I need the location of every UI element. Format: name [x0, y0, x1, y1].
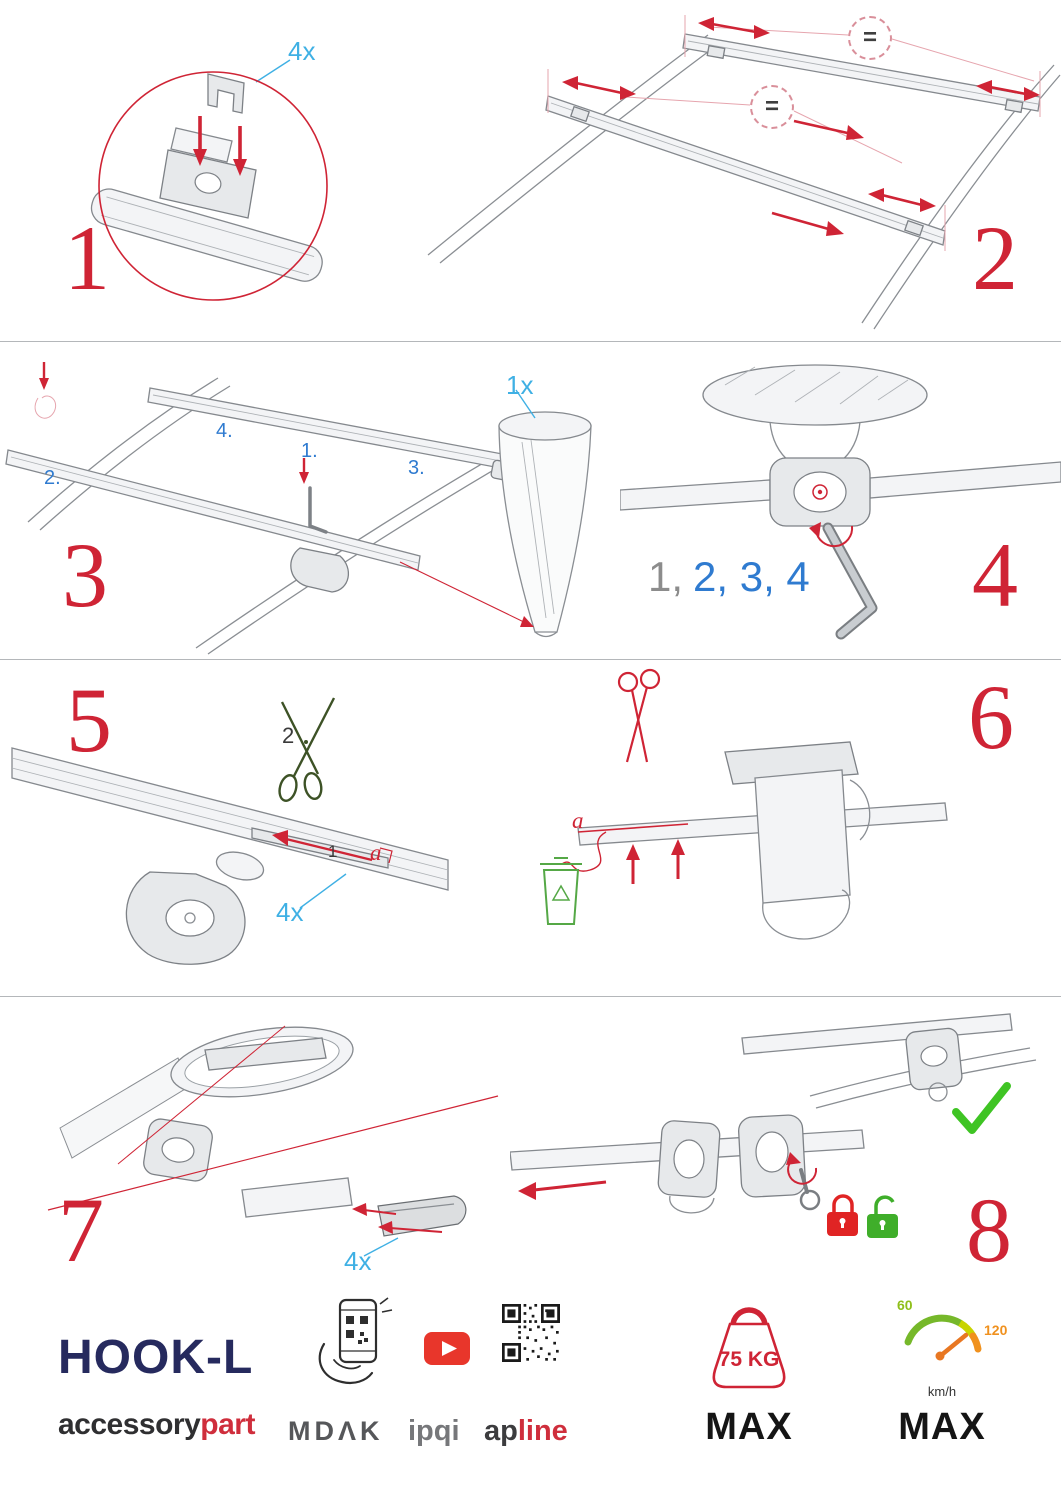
youtube-icon	[424, 1332, 470, 1365]
sequence-rest: 2, 3, 4	[693, 553, 810, 600]
brand-accent: part	[200, 1408, 255, 1441]
step6-illustration	[540, 668, 948, 940]
strap-tool	[498, 425, 592, 633]
section-divider	[0, 659, 1061, 660]
qr-code	[502, 1304, 560, 1362]
step5-cut-order-label: 2	[282, 723, 295, 748]
scissors-icon	[617, 668, 661, 763]
logo-ipqi: ipqi	[408, 1415, 460, 1447]
step3-order-label-2: 2.	[44, 467, 61, 489]
section-divider	[0, 341, 1061, 342]
product-name: HOOK-L	[58, 1331, 254, 1384]
step8-number: 8	[966, 1179, 1012, 1281]
apline-accent: line	[517, 1415, 568, 1447]
section-steps-7-8: 7 4x	[0, 996, 1061, 1290]
max-load-icon	[712, 1307, 786, 1389]
crossbar-front	[545, 95, 946, 246]
pull-up-arrows	[626, 839, 685, 884]
step8-illustration	[510, 1013, 1037, 1238]
step3-order-label-4: 4.	[216, 420, 233, 442]
step3-quantity-label: 1x	[506, 370, 534, 400]
step5-dimension-label: a	[370, 840, 382, 865]
step2-number: 2	[972, 207, 1018, 309]
brand-logo: accessorypart	[58, 1408, 255, 1442]
step7-quantity-label: 4x	[344, 1246, 372, 1276]
speed-high-label: 120	[984, 1322, 1008, 1338]
step3-order-label-1: 1.	[301, 440, 318, 462]
section-steps-5-6: 5 2 1 a 4x	[0, 659, 1061, 996]
step3-order-label-3: 3.	[408, 457, 425, 479]
step6-number: 6	[968, 666, 1014, 768]
section-steps-1-2: 4x 1	[0, 0, 1061, 341]
step4-illustration	[620, 364, 1061, 640]
max-speed-label: MAX	[898, 1406, 986, 1448]
sequence-first: 1,	[648, 553, 684, 600]
step1-number: 1	[64, 207, 110, 309]
crossbar-tube	[90, 188, 323, 282]
phone-scan-icon	[318, 1297, 393, 1385]
step5-illustration	[11, 697, 449, 965]
lock-key-illustration	[799, 1189, 821, 1211]
zoom-circle	[98, 71, 328, 301]
section-divider	[0, 996, 1061, 997]
equals-symbol: =	[764, 93, 779, 120]
measure-arrows	[562, 17, 1040, 236]
bracket-part	[207, 73, 245, 114]
recycle-bin-icon	[540, 857, 582, 925]
max-load-label: MAX	[705, 1406, 793, 1448]
checkmark-icon	[952, 1082, 1011, 1134]
speed-unit-label: km/h	[927, 1384, 957, 1399]
lock-open-icon	[867, 1195, 898, 1238]
step7-illustration	[47, 1025, 499, 1257]
allen-key-illustration	[308, 486, 328, 534]
step5-number: 5	[66, 669, 112, 771]
insert-arrows	[193, 116, 247, 176]
max-speed-icon	[904, 1314, 982, 1361]
logo-apline: apline	[484, 1415, 568, 1448]
step3-illustration	[5, 362, 592, 655]
step1-illustration	[90, 59, 328, 301]
scissors-icon	[278, 697, 336, 802]
brand-primary: accessory	[58, 1408, 201, 1441]
equals-symbol: =	[862, 24, 877, 51]
step3-number: 3	[62, 524, 108, 626]
tighten-sequence-label: 1,2, 3, 4	[648, 556, 810, 598]
lock-closed-icon	[827, 1194, 858, 1236]
step7-number: 7	[58, 1179, 104, 1281]
step6-dimension-label: a	[572, 808, 584, 833]
section-steps-3-4: 1x 1. 2. 3. 4. 3	[0, 341, 1061, 659]
step5-insert-order-label: 1	[328, 842, 338, 861]
speed-low-label: 60	[897, 1297, 913, 1313]
rotate-arrow	[787, 1159, 818, 1185]
end-cap	[377, 1195, 467, 1237]
footer: HOOK-L accessorypart	[0, 1290, 1061, 1500]
rail-underside	[702, 364, 928, 426]
step2-illustration	[427, 15, 1061, 330]
equal-spacing-badge: =	[750, 85, 794, 129]
clamp-body	[290, 547, 350, 593]
step1-quantity-label: 4x	[288, 36, 316, 66]
logo-mdak: MDΛK	[288, 1416, 384, 1446]
apline-primary: ap	[484, 1415, 518, 1447]
max-load-value: 75 KG	[718, 1348, 780, 1371]
step5-quantity-label: 4x	[276, 897, 304, 927]
equal-spacing-badge: =	[848, 16, 892, 60]
step4-number: 4	[972, 524, 1018, 626]
